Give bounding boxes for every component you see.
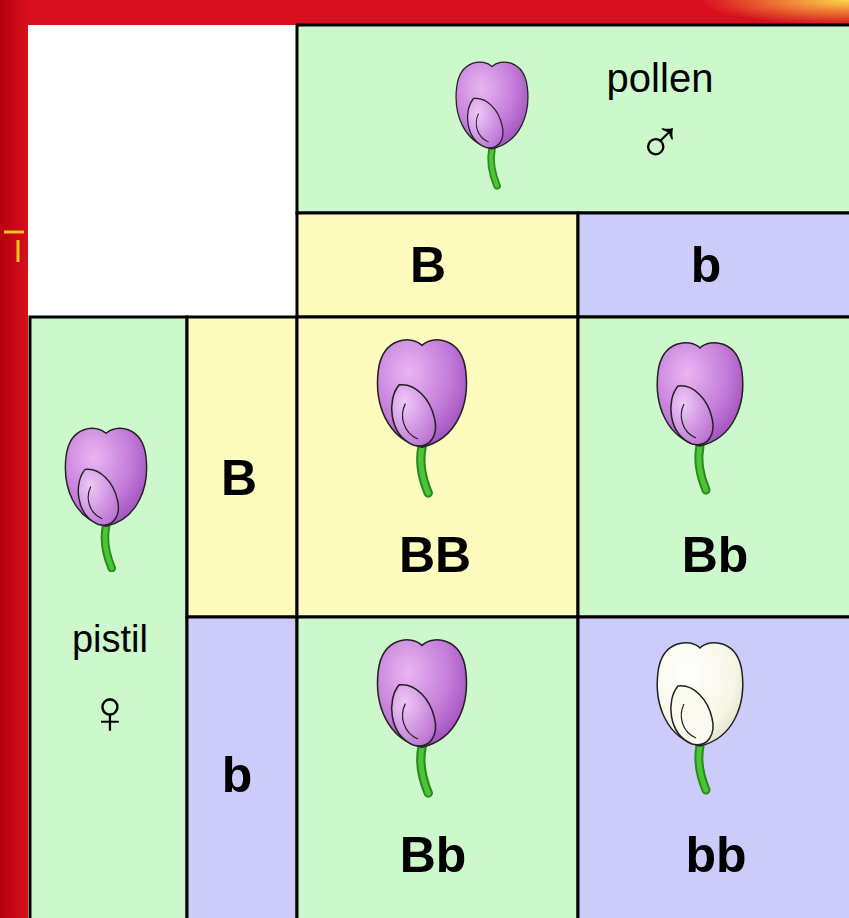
cell-label: b bbox=[222, 748, 253, 803]
header-box: pollen ♂ bbox=[297, 25, 849, 213]
genotype-cell: BB bbox=[297, 317, 578, 617]
genotype-cell: bb bbox=[578, 617, 849, 918]
allele-header: B bbox=[297, 213, 578, 317]
sex-symbol: ♂ bbox=[637, 108, 684, 176]
cell-label: pollen bbox=[607, 56, 714, 100]
flower-purple bbox=[456, 62, 528, 186]
cell-label: BB bbox=[399, 528, 471, 583]
flower-purple bbox=[378, 640, 467, 793]
cell-label: b bbox=[691, 238, 722, 293]
frame-glow bbox=[700, 0, 849, 25]
header-box: pistil ♀ bbox=[30, 317, 187, 918]
cell-label: Bb bbox=[400, 828, 467, 883]
allele-header: b bbox=[187, 617, 297, 918]
cell-label: Bb bbox=[682, 528, 749, 583]
allele-header: b bbox=[578, 213, 849, 317]
frame-mark bbox=[4, 232, 24, 262]
allele-header: B bbox=[187, 317, 297, 617]
flower-white bbox=[657, 643, 742, 790]
genotype-cell: Bb bbox=[297, 617, 578, 918]
genotype-cell: Bb bbox=[578, 317, 849, 617]
frame-top bbox=[0, 0, 849, 25]
flower-purple bbox=[657, 343, 742, 490]
frame-left bbox=[0, 0, 28, 918]
cell-label: pistil bbox=[72, 619, 148, 661]
flower-purple bbox=[65, 428, 146, 568]
cell-label: B bbox=[221, 451, 257, 506]
sex-symbol: ♀ bbox=[87, 678, 134, 746]
cell-label: bb bbox=[685, 828, 746, 883]
flower-purple bbox=[378, 340, 467, 493]
punnett-grid bbox=[30, 25, 849, 918]
cell-label: B bbox=[410, 238, 446, 293]
